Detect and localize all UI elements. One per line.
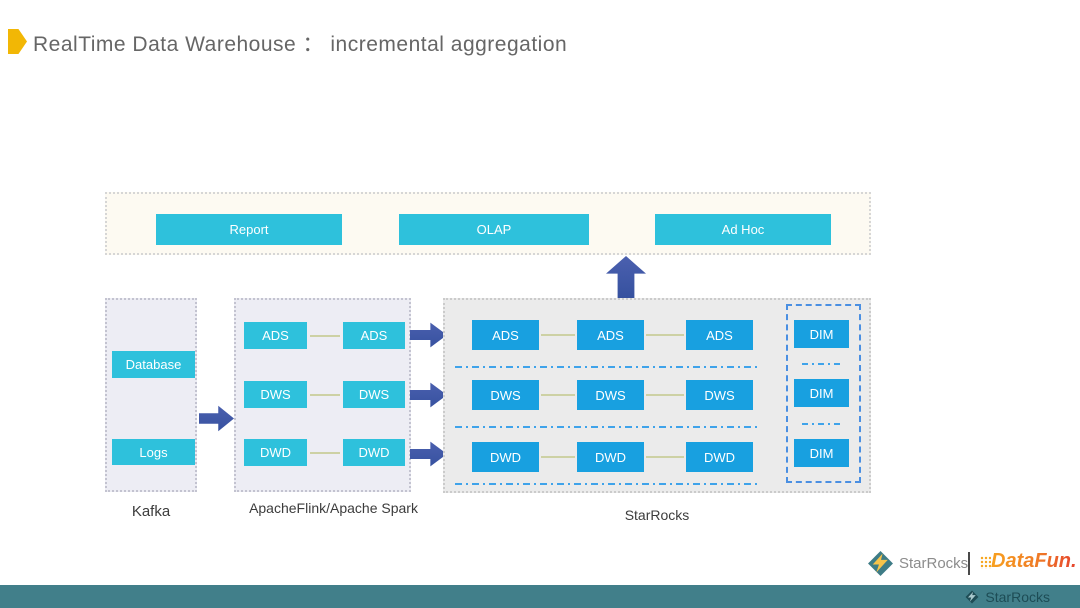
arrow-right-icon (410, 322, 447, 348)
node-logs: Logs (112, 439, 195, 465)
arrow-up-icon (606, 256, 646, 298)
dashdot-separator (802, 423, 844, 425)
node-ads: ADS (343, 322, 405, 349)
node-dws: DWS (472, 380, 539, 410)
node-dim: DIM (794, 379, 849, 407)
node-report: Report (156, 214, 342, 245)
footer-divider (968, 552, 970, 575)
arrow-right-icon (199, 405, 234, 432)
starrocks-logo-icon (868, 551, 893, 576)
footer-logos: StarRocks DataFun. (860, 548, 1077, 580)
node-ads: ADS (472, 320, 539, 350)
connector-line (310, 452, 340, 454)
arrow-right-icon (410, 382, 447, 408)
connector-line (541, 334, 575, 336)
kafka-label: Kafka (131, 503, 171, 520)
dim-column: DIM DIM DIM (786, 304, 861, 483)
node-dwd: DWD (472, 442, 539, 472)
dashdot-separator (455, 483, 759, 485)
node-olap: OLAP (399, 214, 589, 245)
datafun-logo-text: DataFun. (991, 550, 1077, 572)
page-title: RealTime Data Warehouse ： incremental ag… (33, 33, 568, 56)
node-dws: DWS (686, 380, 753, 410)
bottom-brand-bar: StarRocks (0, 585, 1080, 608)
connector-line (541, 456, 575, 458)
arrow-right-icon (410, 441, 447, 467)
node-dws: DWS (343, 381, 405, 408)
node-ad-hoc: Ad Hoc (655, 214, 831, 245)
dashdot-separator (455, 426, 759, 428)
title-bullet-icon (8, 29, 27, 54)
datafun-logo: DataFun. (980, 550, 1077, 573)
connector-line (646, 334, 684, 336)
consumption-layer-panel: Report OLAP Ad Hoc (105, 192, 871, 255)
bottom-brand-text: StarRocks (985, 588, 1050, 605)
connector-line (310, 394, 340, 396)
node-dwd: DWD (577, 442, 644, 472)
node-dim: DIM (794, 439, 849, 467)
node-dim: DIM (794, 320, 849, 348)
connector-line (541, 394, 575, 396)
datafun-dots-icon (980, 556, 991, 569)
connector-line (310, 335, 340, 337)
node-ads: ADS (244, 322, 307, 349)
node-dws: DWS (244, 381, 307, 408)
node-ads: ADS (686, 320, 753, 350)
node-ads: ADS (577, 320, 644, 350)
dashdot-separator (802, 363, 844, 365)
compute-panel: ADS ADS DWS DWS DWD DWD (234, 298, 411, 492)
connector-line (646, 394, 684, 396)
dashdot-separator (455, 366, 759, 368)
starrocks-panel: ADS ADS ADS DWS DWS DWS DWD DWD DWD DIM … (443, 298, 871, 493)
starrocks-logo-icon (965, 590, 979, 603)
starrocks-logo-text: StarRocks (899, 555, 969, 572)
connector-line (646, 456, 684, 458)
flink-spark-label: ApacheFlink/Apache Spark (249, 500, 418, 516)
node-dwd: DWD (244, 439, 307, 466)
node-dwd: DWD (343, 439, 405, 466)
node-database: Database (112, 351, 195, 378)
node-dws: DWS (577, 380, 644, 410)
node-dwd: DWD (686, 442, 753, 472)
starrocks-label: StarRocks (624, 507, 690, 523)
kafka-panel: Database Logs (105, 298, 197, 492)
